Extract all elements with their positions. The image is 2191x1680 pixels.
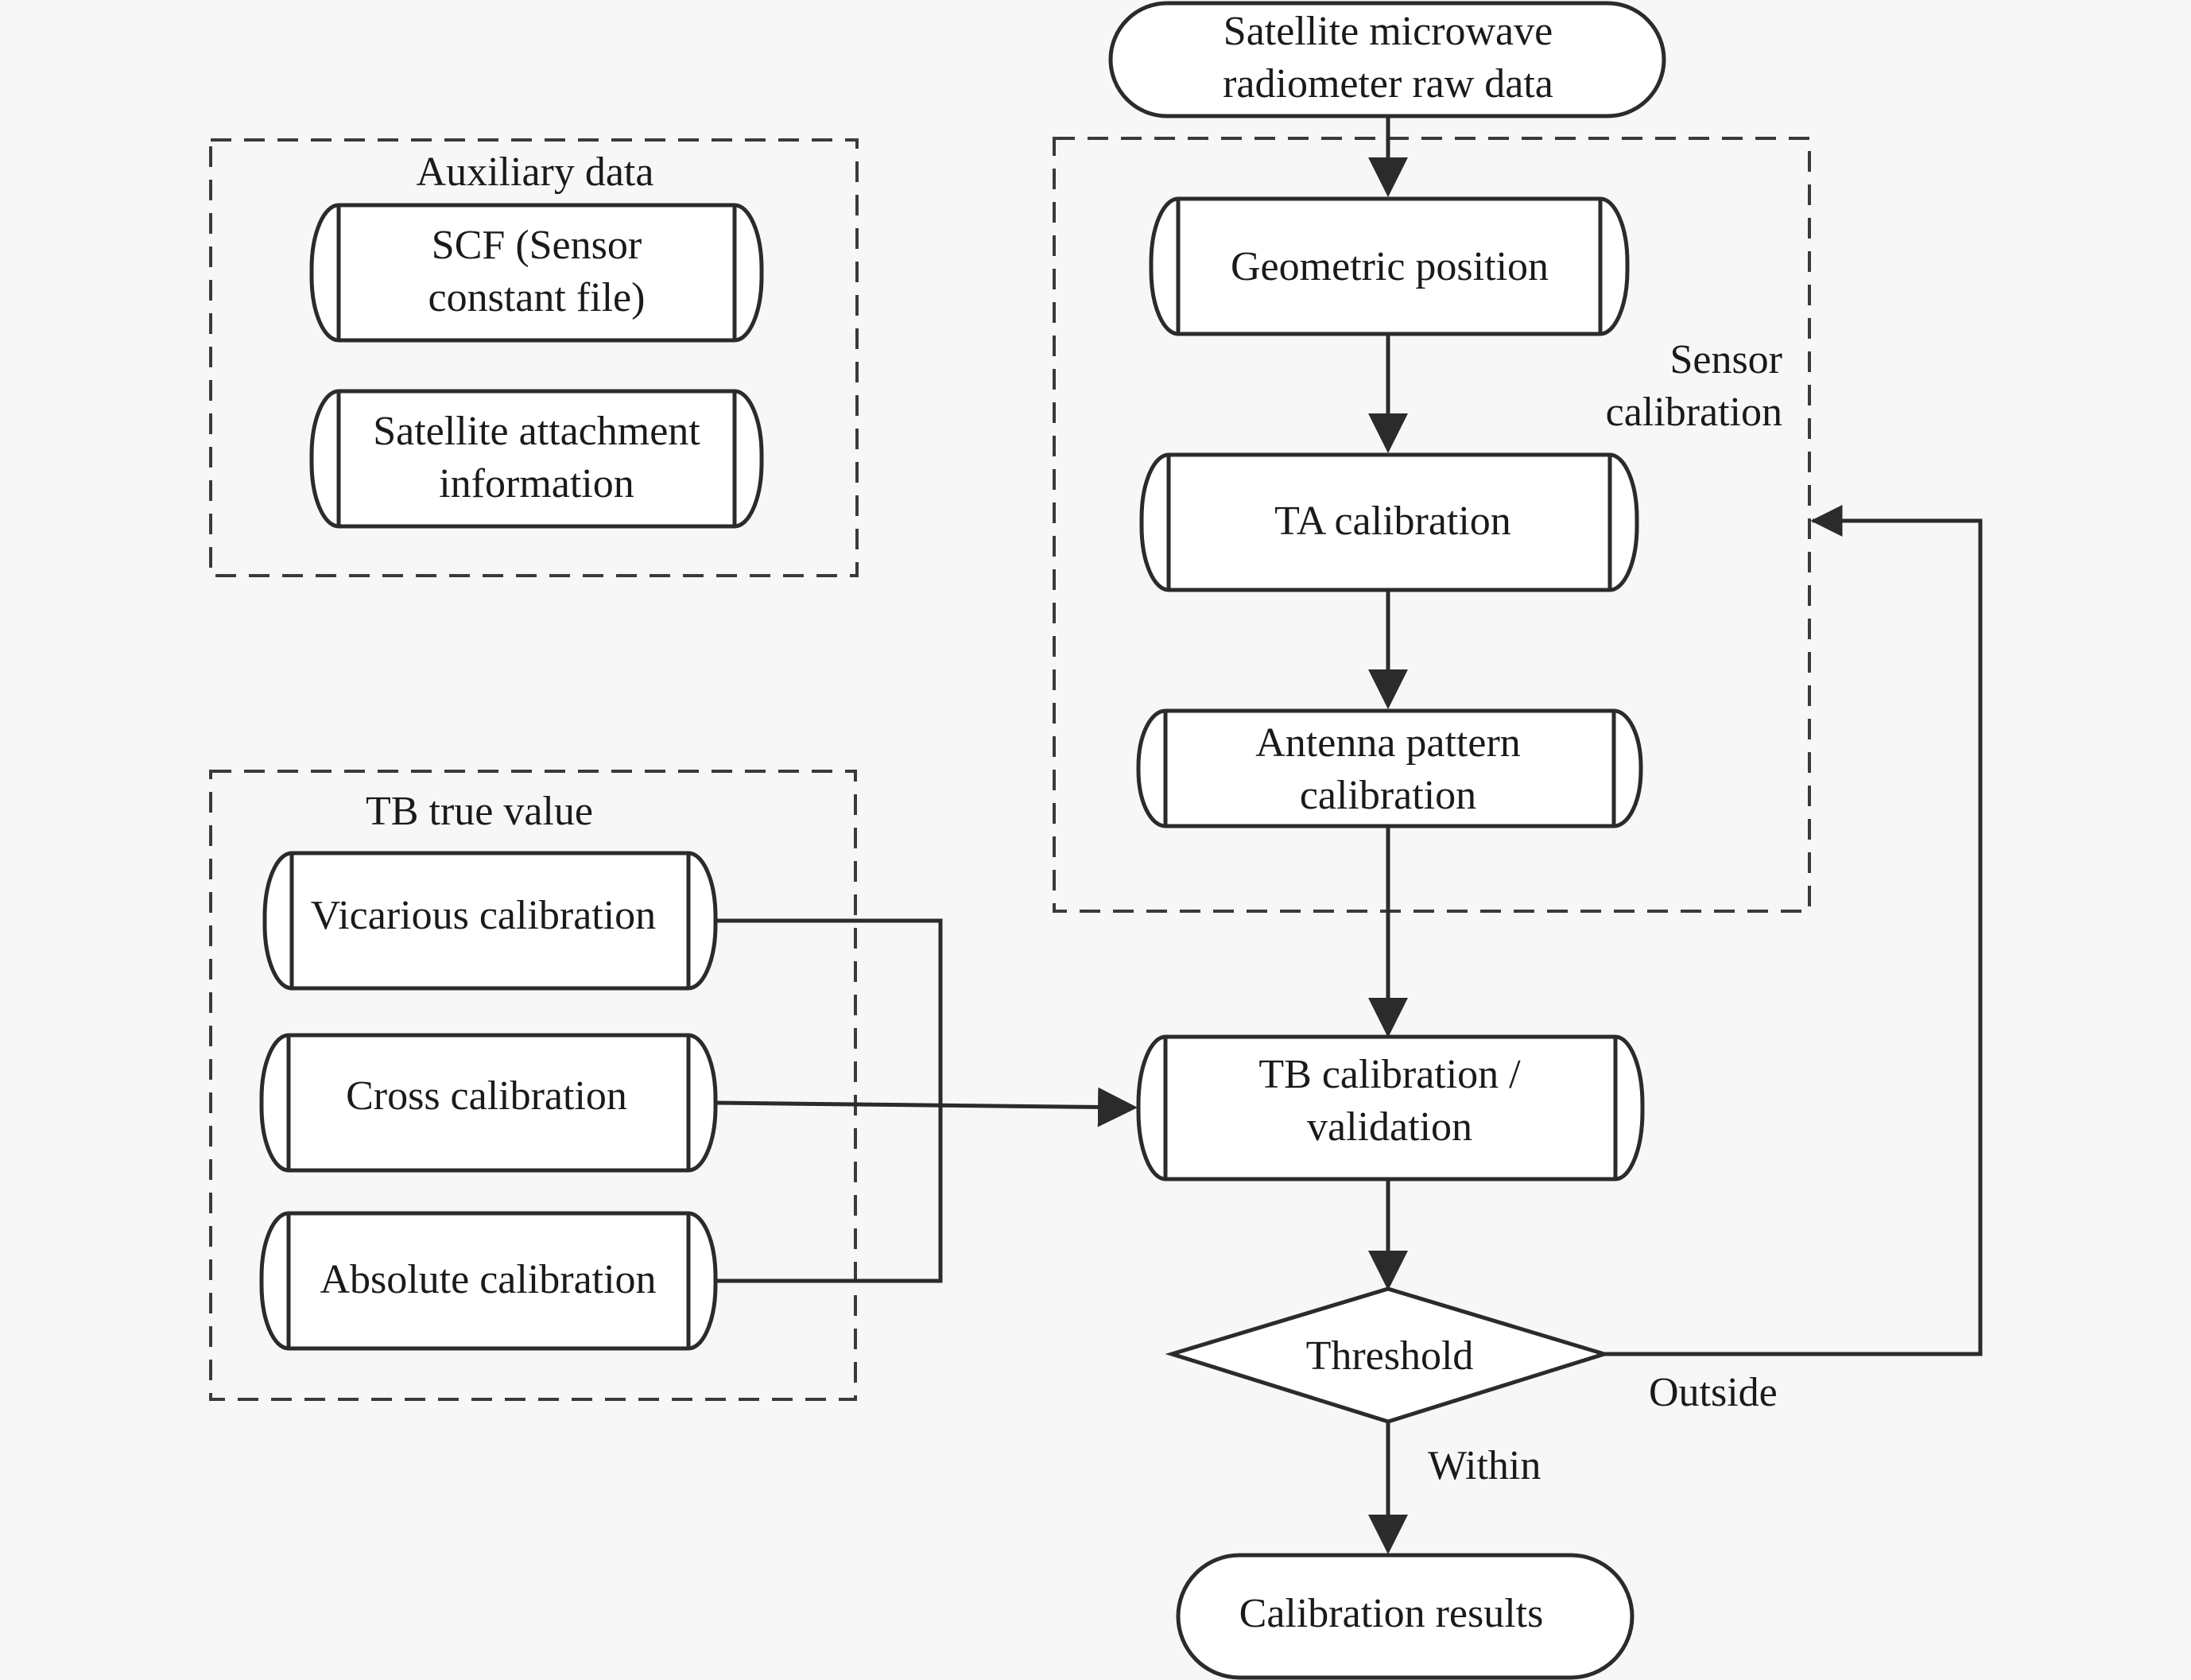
edge-label-within: Within (1428, 1443, 1541, 1488)
node-geometric-position: Geometric position (1149, 196, 1630, 336)
node-raw-data: Satellite microwave radiometer raw data (1108, 1, 1666, 118)
node-cross-calibration: Cross calibration (259, 1033, 718, 1173)
absolute-calibration-label: Absolute calibration (320, 1257, 656, 1302)
line-vicarious-merge (715, 918, 943, 1105)
attachment-line1: Satellite attachment (373, 409, 700, 454)
node-calibration-results: Calibration results (1176, 1553, 1635, 1680)
threshold-label: Threshold (1306, 1333, 1474, 1379)
arrow-cross-to-tbcal (715, 1087, 1138, 1127)
node-antenna-pattern-calibration: Antenna pattern calibration (1136, 708, 1643, 828)
scf-line2: constant file) (429, 275, 646, 320)
raw-data-line1: Satellite microwave (1223, 9, 1553, 54)
node-scf: SCF (Sensor constant file) (309, 203, 764, 343)
tb-true-value-title: TB true value (366, 789, 593, 834)
node-satellite-attachment: Satellite attachment information (309, 389, 764, 529)
edge-label-outside: Outside (1649, 1370, 1778, 1415)
node-absolute-calibration: Absolute calibration (259, 1211, 718, 1351)
scf-line1: SCF (Sensor (432, 223, 642, 268)
node-ta-calibration: TA calibration (1139, 452, 1639, 592)
auxiliary-data-title: Auxiliary data (417, 149, 654, 195)
sensor-calibration-title-line2: calibration (1606, 390, 1782, 435)
antenna-line2: calibration (1300, 773, 1476, 818)
node-threshold-decision: Threshold (1165, 1286, 1611, 1424)
tb-calibration-line2: validation (1307, 1104, 1472, 1150)
tb-calibration-line1: TB calibration / (1258, 1052, 1521, 1097)
calibration-results-label: Calibration results (1239, 1591, 1544, 1636)
ta-calibration-label: TA calibration (1274, 499, 1511, 544)
attachment-line2: information (439, 461, 634, 506)
sensor-calibration-title-line1: Sensor (1669, 337, 1782, 382)
cross-calibration-label: Cross calibration (346, 1073, 627, 1119)
antenna-line1: Antenna pattern (1255, 720, 1521, 766)
line-absolute-merge (715, 1105, 943, 1283)
geometric-position-label: Geometric position (1231, 244, 1549, 289)
tb-true-value-group: TB true value (209, 770, 857, 1401)
node-tb-calibration-validation: TB calibration / validation (1136, 1034, 1645, 1181)
auxiliary-data-group: Auxiliary data (209, 138, 859, 577)
arrow-threshold-outside-feedback (1604, 505, 1983, 1356)
vicarious-calibration-label: Vicarious calibration (311, 893, 656, 938)
connectors (715, 116, 1983, 1554)
node-vicarious-calibration: Vicarious calibration (262, 851, 718, 991)
raw-data-line2: radiometer raw data (1223, 61, 1553, 107)
sensor-calibration-group: Sensor calibration (1053, 137, 1811, 913)
